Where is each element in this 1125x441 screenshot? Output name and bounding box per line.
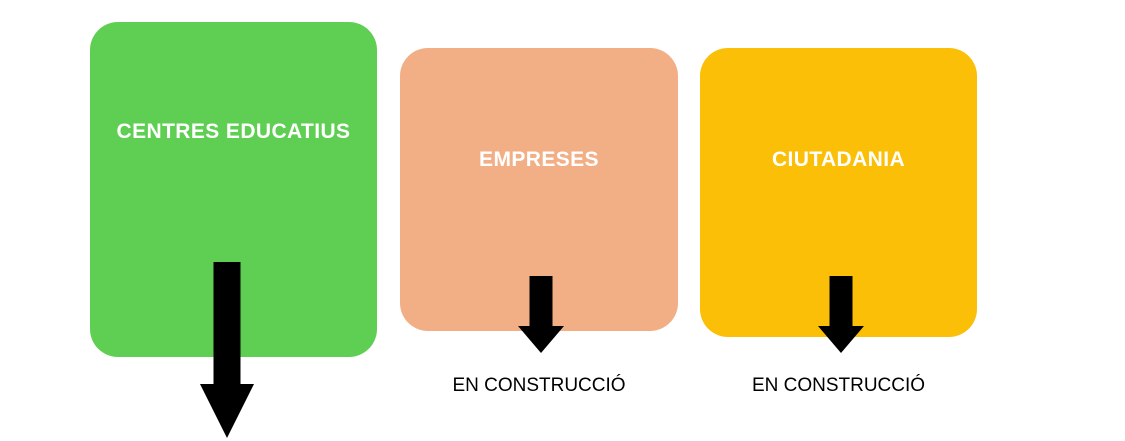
arrow-down-icon-centres bbox=[200, 262, 254, 438]
card-empreses-label: EMPRESES bbox=[479, 148, 599, 171]
card-ciutadania-label: CIUTADANIA bbox=[771, 148, 906, 171]
card-centres-educatius-label: CENTRES EDUCATIUS bbox=[116, 120, 351, 143]
status-label-empreses: EN CONSTRUCCIÓ bbox=[452, 375, 626, 396]
arrow-down-icon-ciutadania bbox=[818, 276, 864, 353]
status-label-ciutadania: EN CONSTRUCCIÓ bbox=[751, 375, 926, 396]
arrow-down-icon-empreses bbox=[518, 276, 564, 353]
